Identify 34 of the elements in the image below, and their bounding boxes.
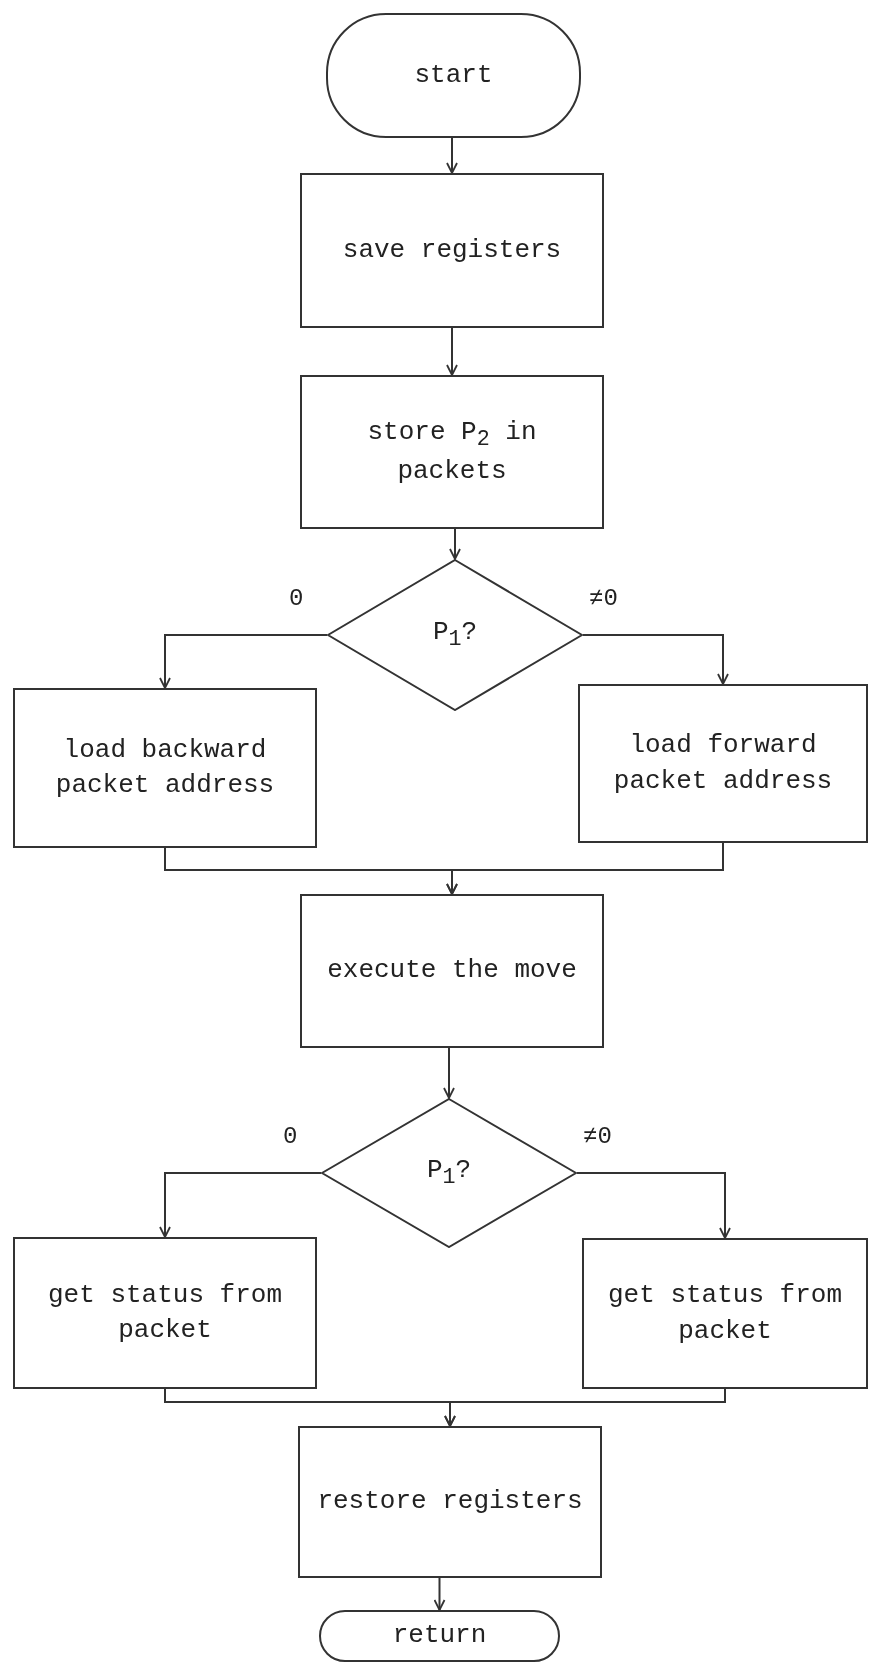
node-text: load backward packet address (54, 733, 276, 802)
arrow (446, 137, 458, 174)
node-text: P$_{1}$? (432, 616, 478, 655)
process-box (300, 894, 604, 1048)
node-text: return (392, 1619, 487, 1653)
decision-diamond (321, 1098, 577, 1248)
process-box (13, 1237, 317, 1389)
arrow (446, 842, 724, 895)
process-box (300, 173, 604, 328)
node-text: restore registers (317, 1485, 583, 1519)
arrow (582, 634, 729, 685)
node-text: load forward packet address (612, 729, 834, 798)
arrow (159, 634, 328, 689)
process-box (13, 688, 317, 848)
arrow (433, 1577, 446, 1611)
node-text: start (414, 58, 493, 92)
process-box (298, 1426, 602, 1578)
arrow (449, 528, 461, 560)
arrow (444, 1388, 726, 1427)
arrow (446, 327, 458, 376)
arrow (159, 1172, 322, 1238)
node-text: get status from packet (606, 1279, 843, 1348)
node-text: save registers (342, 233, 562, 267)
process-box (300, 375, 604, 529)
decision-diamond (327, 559, 583, 711)
terminal-shape (319, 1610, 560, 1662)
node-text: execute the move (327, 954, 577, 988)
process-box (582, 1238, 868, 1389)
node-text: P$_{1}$? (426, 1154, 472, 1193)
node-text: store P$_{2}$ in packets (366, 415, 538, 489)
node-text: get status from packet (46, 1278, 283, 1347)
process-box (578, 684, 868, 843)
arrow (576, 1172, 731, 1239)
arrow (443, 1047, 455, 1099)
